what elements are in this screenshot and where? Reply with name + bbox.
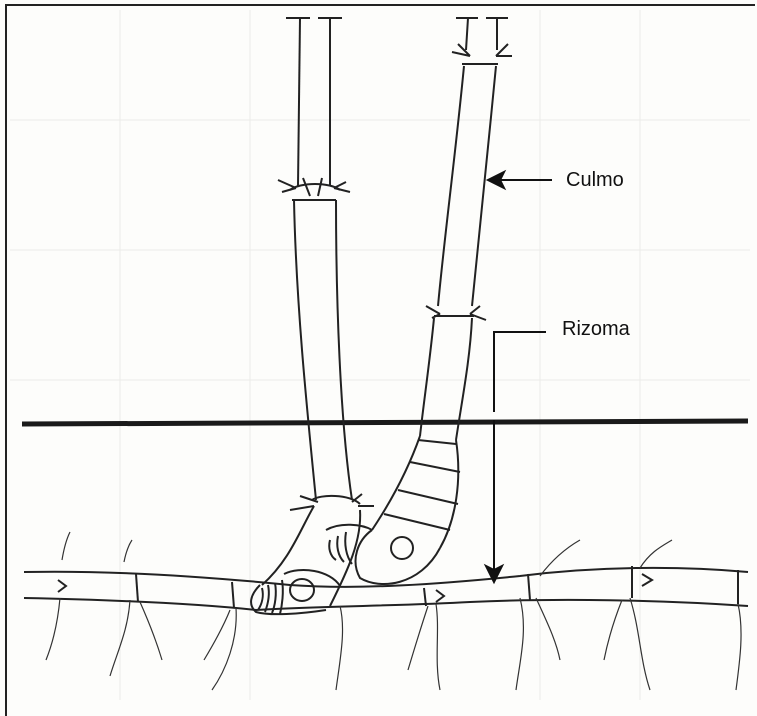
label-rizoma: Rizoma bbox=[562, 318, 630, 341]
label-culmo: Culmo bbox=[566, 169, 624, 192]
rhizome bbox=[24, 566, 748, 610]
culm-left bbox=[262, 18, 374, 606]
background-ghost-grid bbox=[10, 10, 750, 700]
ground-line bbox=[22, 421, 748, 424]
rizoma-pointer bbox=[486, 332, 546, 582]
culmo-pointer bbox=[488, 172, 552, 188]
